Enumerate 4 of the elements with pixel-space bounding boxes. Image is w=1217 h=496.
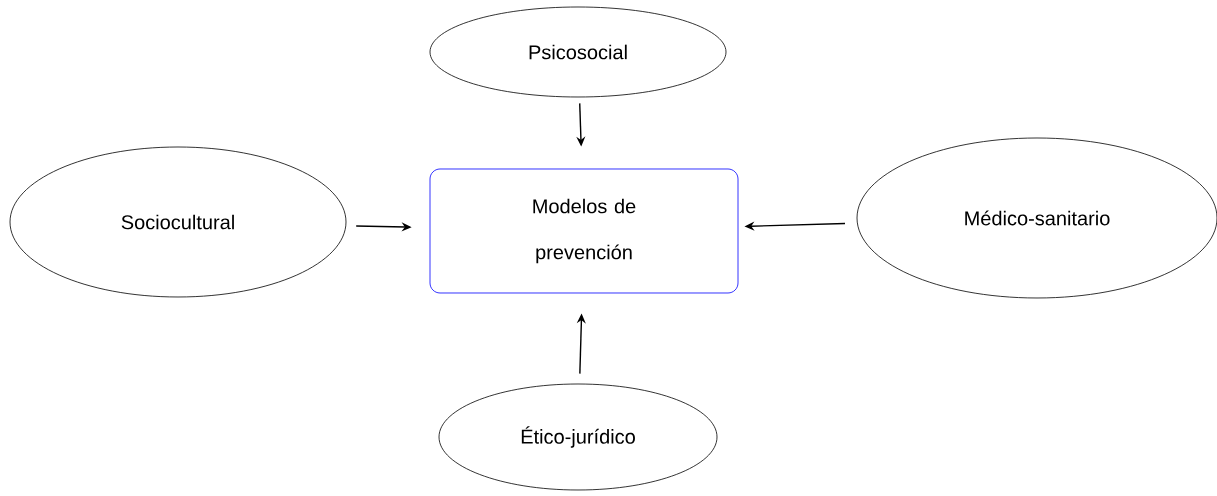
process-box: Modelos de prevención xyxy=(429,168,739,294)
ellipse-node: Sociocultural xyxy=(9,146,347,298)
ellipse-node: Ético-jurídico xyxy=(438,383,718,491)
ellipse-node: Psicosocial xyxy=(429,6,727,98)
